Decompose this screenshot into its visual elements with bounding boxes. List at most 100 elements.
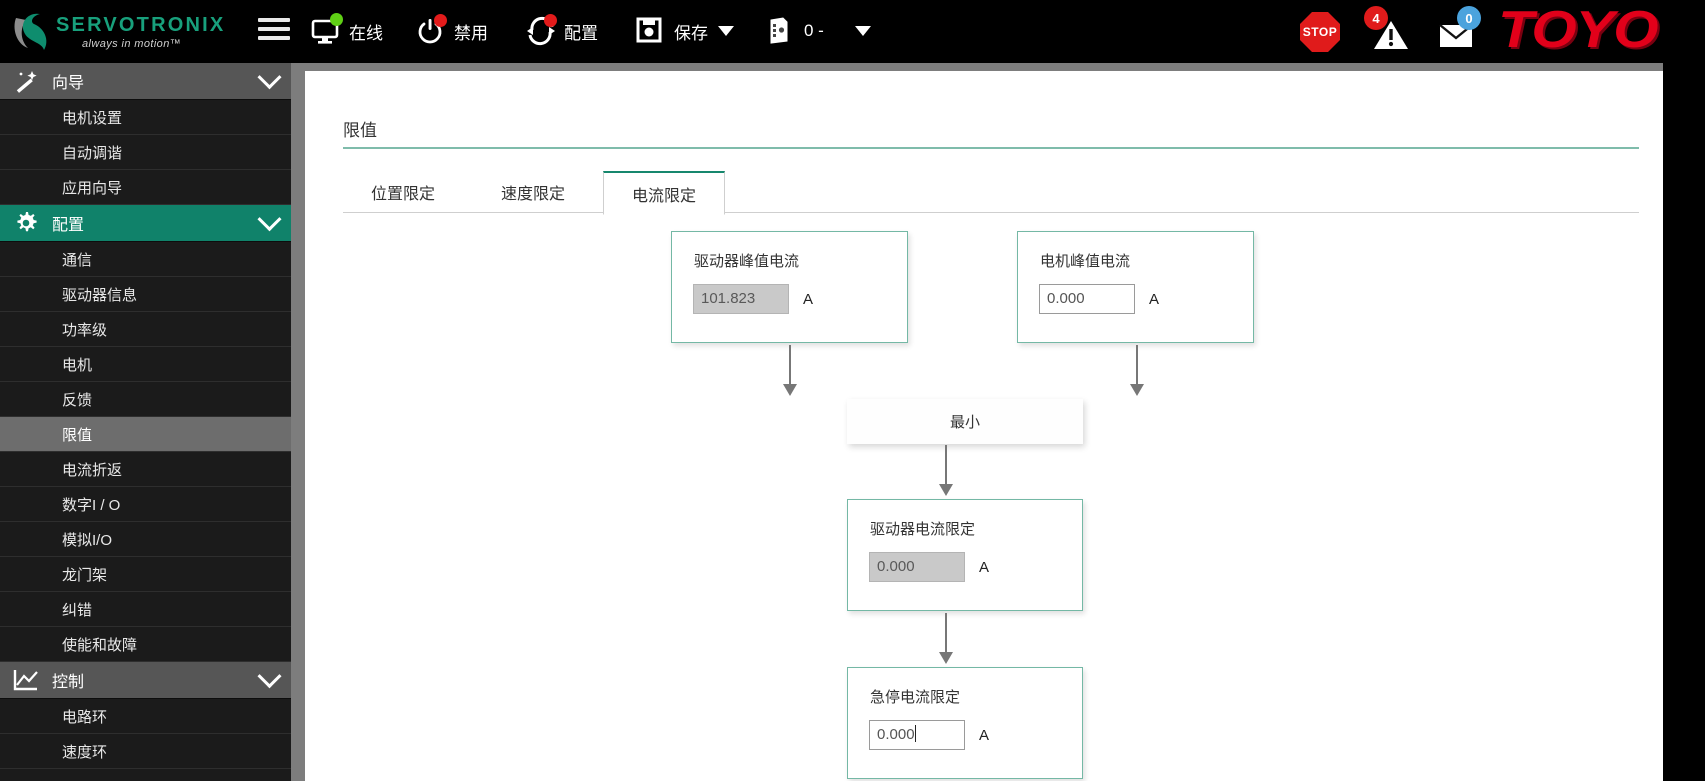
sidebar-group-control[interactable]: 控制: [0, 662, 291, 699]
sidebar-item-label: 应用向导: [62, 179, 123, 197]
sidebar-item-label: 限值: [62, 426, 93, 444]
sidebar-item-label: 电机: [62, 356, 93, 374]
sidebar-item-power-stage[interactable]: 功率级: [0, 312, 291, 347]
sidebar-group-label: 控制: [52, 674, 85, 691]
estop-current-limit-value: 0.000: [877, 726, 915, 743]
config-label: 配置: [564, 23, 598, 43]
axis-label: 0 -: [804, 21, 824, 40]
sidebar-item-label: 驱动器信息: [62, 286, 138, 304]
sidebar-item-motor-setup[interactable]: 电机设置: [0, 100, 291, 135]
messages-button[interactable]: 0: [1435, 6, 1481, 54]
hamburger-icon[interactable]: [258, 18, 290, 44]
page-title-divider: [343, 147, 1639, 149]
alerts-button[interactable]: 4: [1364, 6, 1412, 54]
enable-disable-label: 禁用: [454, 23, 488, 43]
sidebar-item-feedback[interactable]: 反馈: [0, 382, 291, 417]
sidebar-item-error-correction[interactable]: 纠错: [0, 592, 291, 627]
sidebar-item-limits[interactable]: 限值: [0, 417, 291, 452]
messages-count-badge: 0: [1457, 6, 1481, 30]
sidebar-item-gantry[interactable]: 龙门架: [0, 557, 291, 592]
axis-selector[interactable]: 0 -: [765, 10, 824, 52]
alerts-count-badge: 4: [1364, 6, 1388, 30]
tab-label: 电流限定: [631, 187, 696, 205]
drive-current-limit-box: 驱动器电流限定 0.000 A: [847, 499, 1083, 611]
refresh-icon: [525, 14, 557, 46]
current-limits-flow-diagram: 驱动器峰值电流 101.823 A 电机峰值电流 0.000 A: [305, 221, 1663, 781]
online-indicator-dot: [330, 13, 343, 26]
sidebar-item-communication[interactable]: 通信: [0, 242, 291, 277]
sidebar-item-autotune[interactable]: 自动调谐: [0, 135, 291, 170]
sidebar-item-analog-io[interactable]: 模拟I/O: [0, 522, 291, 557]
minimum-node-label: 最小: [949, 414, 980, 431]
chevron-down-icon[interactable]: [855, 26, 871, 36]
arrow-min-to-drive-limit: [939, 445, 953, 496]
page-title: 限值: [343, 121, 377, 140]
status-dot: [544, 14, 557, 27]
sidebar-group-label: 配置: [52, 217, 85, 234]
sidebar-item-label: 电流折返: [62, 461, 123, 479]
minimum-node: 最小: [847, 399, 1083, 444]
sidebar-item-current-foldback[interactable]: 电流折返: [0, 452, 291, 487]
tab-bar: 位置限定 速度限定 电流限定: [343, 171, 1639, 215]
sidebar-item-label: 自动调谐: [62, 144, 123, 162]
tab-velocity-limits[interactable]: 速度限定: [473, 171, 593, 212]
sidebar-item-label: 反馈: [62, 391, 93, 409]
power-icon: [415, 14, 447, 46]
sidebar-item-app-wizard[interactable]: 应用向导: [0, 170, 291, 205]
motor-peak-current-label: 电机峰值电流: [1040, 253, 1131, 270]
sidebar-item-current-loop[interactable]: 电路环: [0, 699, 291, 734]
servotronix-mark-icon: [14, 13, 47, 51]
drive-icon: [765, 16, 795, 46]
wand-icon: [0, 68, 52, 94]
sidebar-item-label: 龙门架: [62, 566, 108, 584]
save-icon: [635, 16, 665, 46]
sidebar-item-label: 纠错: [62, 601, 93, 619]
chevron-down-icon[interactable]: [718, 26, 734, 36]
sidebar-item-label: 功率级: [62, 321, 108, 339]
sidebar-item-digital-io[interactable]: 数字I / O: [0, 487, 291, 522]
top-toolbar: SERVOTRONIX always in motion™ 在线: [0, 0, 1705, 85]
axis-dropdown-button[interactable]: [855, 10, 871, 52]
sidebar-item-drive-info[interactable]: 驱动器信息: [0, 277, 291, 312]
drive-peak-current-box: 驱动器峰值电流 101.823 A: [671, 231, 908, 343]
connection-status-button[interactable]: 在线: [310, 10, 383, 52]
sidebar-group-configuration[interactable]: 配置: [0, 205, 291, 242]
motor-peak-current-input[interactable]: 0.000: [1039, 284, 1135, 314]
sidebar-item-label: 使能和故障: [62, 636, 138, 654]
sidebar-group-wizard[interactable]: 向导: [0, 63, 291, 100]
save-button[interactable]: 保存: [635, 10, 734, 52]
status-dot: [434, 14, 447, 27]
sidebar: 向导 电机设置 自动调谐 应用向导 配置 通信 驱动器信息 功率级 电机 反馈 …: [0, 63, 291, 781]
limits-panel: 限值 位置限定 速度限定 电流限定 驱动器峰值电流: [305, 71, 1663, 781]
sidebar-item-motor[interactable]: 电机: [0, 347, 291, 382]
save-label: 保存: [674, 23, 708, 43]
drive-peak-current-label: 驱动器峰值电流: [694, 253, 800, 270]
drive-peak-current-input: 101.823: [693, 284, 789, 314]
chevron-down-icon[interactable]: [247, 64, 291, 90]
motor-peak-current-box: 电机峰值电流 0.000 A: [1017, 231, 1254, 343]
partner-logo-word: TOYO: [1498, 1, 1659, 59]
sidebar-item-label: 电机设置: [62, 109, 123, 127]
sidebar-item-enable-fault[interactable]: 使能和故障: [0, 627, 291, 662]
tab-label: 位置限定: [370, 185, 435, 203]
tab-position-limits[interactable]: 位置限定: [343, 171, 463, 212]
servotronix-logo: SERVOTRONIX always in motion™: [10, 8, 223, 54]
chevron-down-icon[interactable]: [247, 206, 291, 232]
sidebar-item-label: 模拟I/O: [62, 531, 113, 549]
sidebar-item-velocity-loop[interactable]: 速度环: [0, 734, 291, 769]
connection-status-label: 在线: [349, 23, 383, 43]
monitor-icon: [310, 13, 343, 46]
drive-current-limit-input: 0.000: [869, 552, 965, 582]
tab-current-limits[interactable]: 电流限定: [603, 171, 725, 215]
drive-peak-current-unit: A: [803, 290, 814, 308]
drive-current-limit-unit: A: [979, 558, 990, 576]
estop-current-limit-input[interactable]: 0.000: [869, 720, 965, 750]
gear-icon: [0, 210, 52, 236]
right-black-strip: [1663, 63, 1705, 781]
drive-current-limit-label: 驱动器电流限定: [870, 521, 976, 538]
sidebar-item-label: 速度环: [62, 743, 108, 761]
chevron-down-icon[interactable]: [247, 663, 291, 689]
emergency-stop-button[interactable]: STOP: [1300, 12, 1340, 52]
enable-disable-button[interactable]: 禁用: [415, 10, 488, 52]
config-refresh-button[interactable]: 配置: [525, 10, 598, 52]
